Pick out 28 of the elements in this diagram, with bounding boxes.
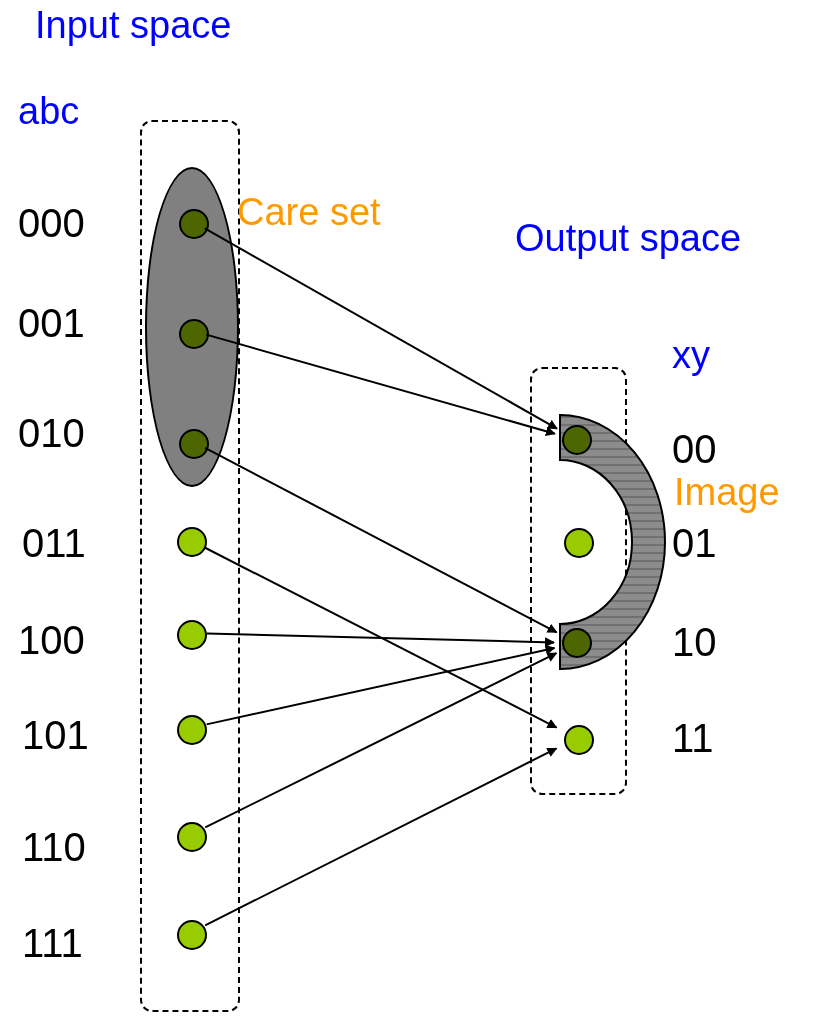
arrow: [205, 645, 556, 726]
binary-value-label: 01: [672, 520, 717, 567]
binary-value-label: 011: [22, 520, 86, 567]
space-label: abc: [18, 89, 80, 134]
binary-value-label: 110: [22, 824, 86, 871]
binary-value-label: 10: [672, 619, 717, 666]
image-region: [558, 413, 668, 671]
space-label: xy: [672, 333, 710, 378]
binary-value-label: 100: [18, 617, 85, 664]
region-label: Image: [674, 473, 780, 511]
binary-value-label: 11: [672, 715, 714, 762]
binary-value-label: 00: [672, 426, 717, 473]
binary-value-label: 101: [22, 712, 89, 759]
arrow: [204, 446, 558, 634]
binary-value-label: 010: [18, 410, 85, 457]
space-label: Input space: [35, 3, 232, 48]
space-label: Output space: [515, 216, 742, 261]
arrow: [206, 632, 555, 648]
binary-value-label: 111: [22, 920, 83, 967]
dashed-region: [140, 120, 240, 1012]
arrow: [205, 333, 556, 437]
arrow: [204, 747, 558, 927]
binary-value-label: 000: [18, 200, 85, 247]
region-label: Care set: [237, 193, 381, 231]
arrow: [203, 227, 558, 430]
arrow: [204, 546, 558, 729]
arrow: [204, 652, 558, 829]
binary-value-label: 001: [18, 300, 85, 347]
